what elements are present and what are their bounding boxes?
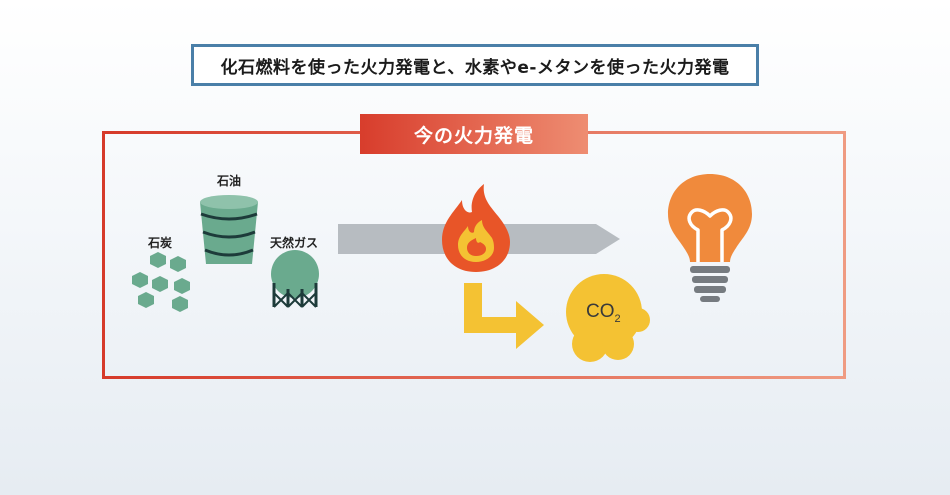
page-title-text: 化石燃料を使った火力発電と、水素やe-メタンを使った火力発電 — [220, 57, 730, 78]
coal-label: 石炭 — [148, 236, 173, 250]
light-bulb-icon — [668, 174, 752, 302]
oil-barrel-icon — [200, 195, 258, 264]
co2-subscript: 2 — [614, 312, 621, 325]
emission-arrow-icon — [464, 283, 544, 349]
gas-tank-icon — [271, 250, 319, 308]
gas-label: 天然ガス — [270, 236, 319, 250]
oil-label: 石油 — [217, 174, 242, 188]
co2-label: CO2 — [586, 301, 621, 325]
flame-icon — [442, 184, 510, 272]
section-label: 今の火力発電 — [360, 114, 588, 154]
co2-cloud-icon — [566, 274, 650, 362]
co2-main: CO — [586, 301, 615, 322]
coal-icon — [132, 252, 190, 312]
page-title: 化石燃料を使った火力発電と、水素やe-メタンを使った火力発電 — [191, 44, 759, 86]
section-label-text: 今の火力発電 — [413, 124, 534, 147]
